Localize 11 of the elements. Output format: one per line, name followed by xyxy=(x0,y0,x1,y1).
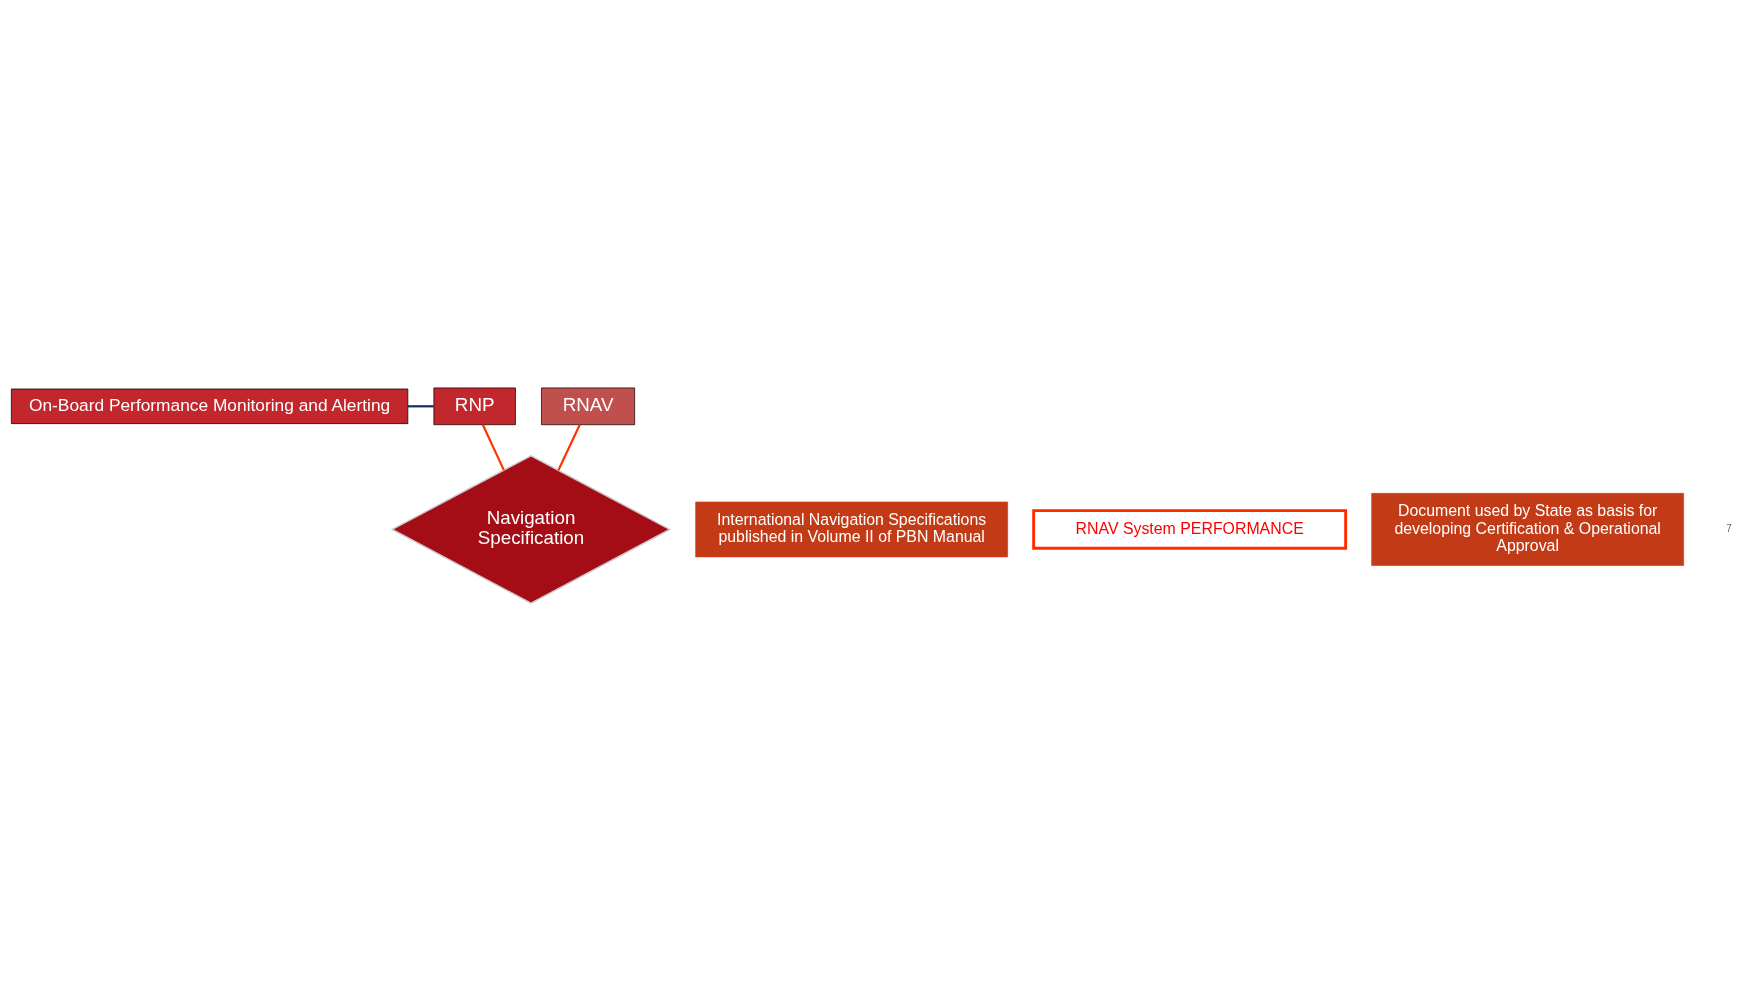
connector xyxy=(557,424,581,471)
node-box: On-Board Performance Monitoring and Alerting xyxy=(11,388,409,424)
node-box: RNAV System PERFORMANCE xyxy=(1032,509,1348,550)
label: 7 xyxy=(1726,523,1732,535)
node-box: RNP xyxy=(433,387,516,426)
node-box: International Navigation Specifications published in Volume II of PBN Manual xyxy=(695,501,1008,558)
node-box: Document used by State as basis for developing Certification & Operational Approval xyxy=(1371,492,1684,566)
node-diamond: Navigation Specification xyxy=(390,454,672,604)
node-box: RNAV xyxy=(541,387,635,426)
connector xyxy=(481,424,505,471)
connector xyxy=(407,405,434,408)
